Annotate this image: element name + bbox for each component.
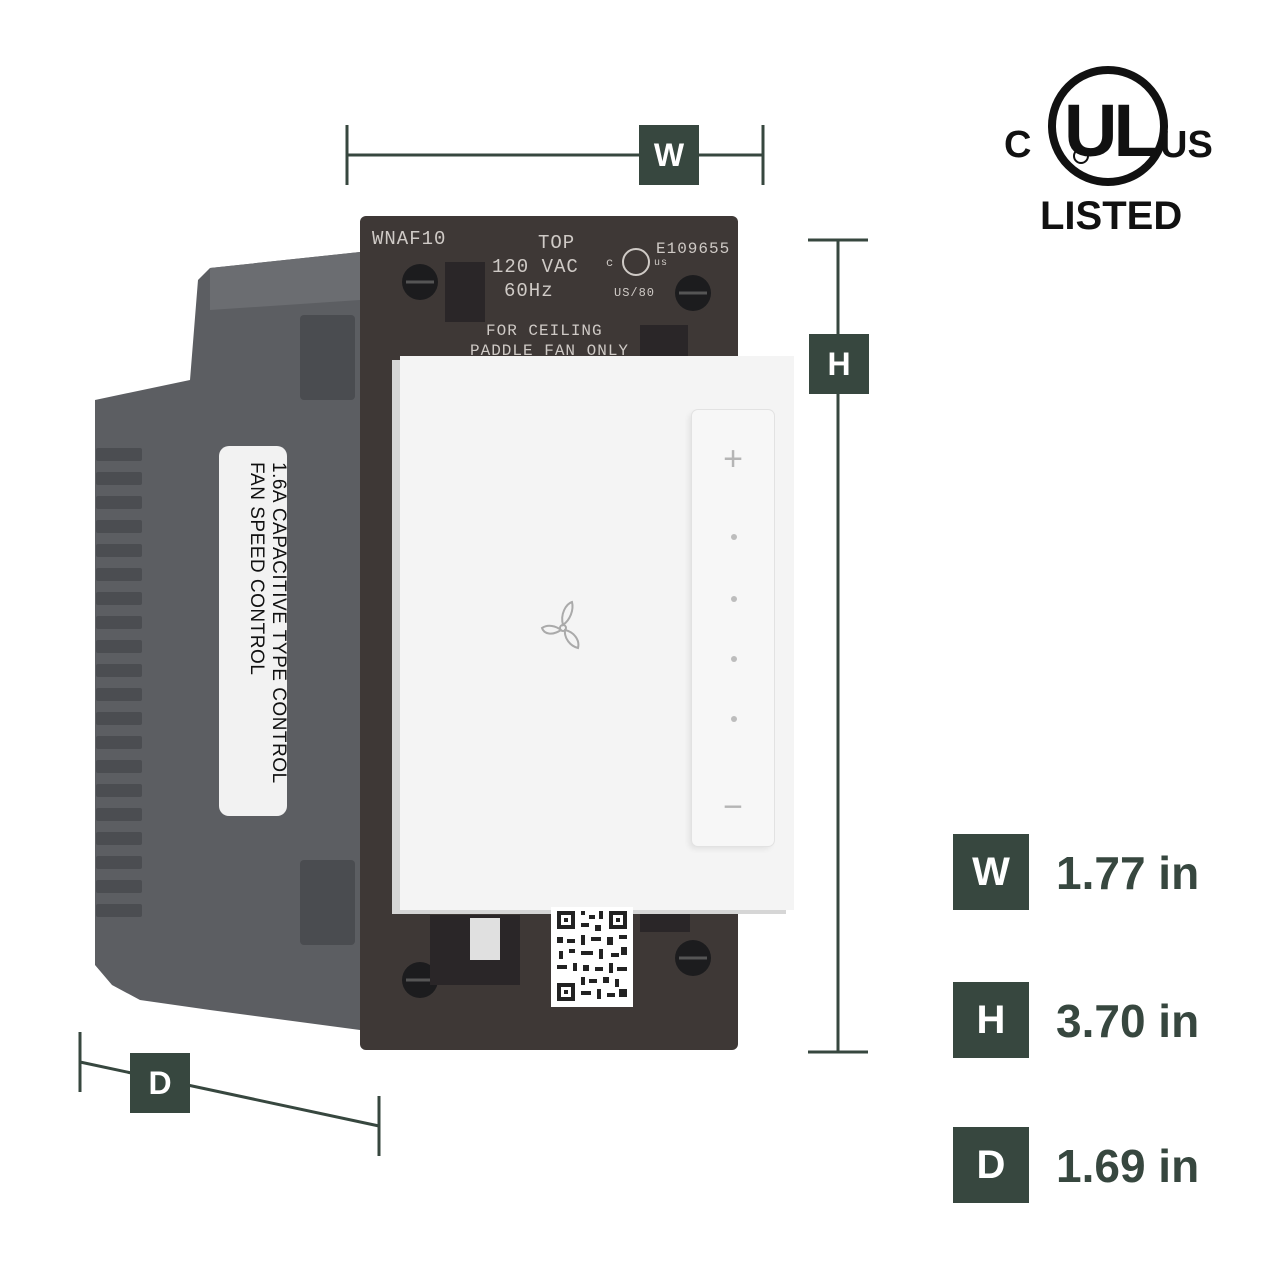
ul-c-mark: C xyxy=(1004,124,1032,166)
spec-depth-label: D xyxy=(953,1127,1029,1203)
screw-icon xyxy=(402,962,438,998)
ul-mark: UL xyxy=(1064,89,1159,172)
ul-us-mark: US xyxy=(1160,124,1213,166)
device-side-label: 1.6A CAPACITIVE TYPE CONTROL FAN SPEED C… xyxy=(219,446,287,816)
spec-width-value: 1.77 in xyxy=(1056,847,1200,899)
plate-mini-ul-icon: c us US/80 xyxy=(606,246,670,306)
screw-icon xyxy=(675,275,711,311)
speed-down-button[interactable]: − xyxy=(723,788,743,826)
plate-model: WNAF10 xyxy=(372,228,447,250)
ul-listed-logo: C UL US LISTED xyxy=(1000,60,1220,240)
spec-width-label: W xyxy=(953,834,1029,910)
screw-icon xyxy=(402,264,438,300)
fan-speed-paddle[interactable]: + − xyxy=(692,410,774,846)
speed-level-indicators xyxy=(731,534,737,734)
plate-fan-line-1: FOR CEILING xyxy=(486,322,603,340)
plate-top: TOP xyxy=(538,232,576,254)
screw-icon xyxy=(675,940,711,976)
qr-code xyxy=(551,907,633,1007)
speed-up-button[interactable]: + xyxy=(723,440,743,478)
ul-listed-text: LISTED xyxy=(1040,194,1183,238)
spec-height-value: 3.70 in xyxy=(1056,995,1200,1047)
plate-frequency: 60Hz xyxy=(504,280,554,302)
depth-dimension-label: D xyxy=(130,1053,190,1113)
height-dimension-label: H xyxy=(809,334,869,394)
plate-voltage: 120 VAC xyxy=(492,256,579,278)
spec-height-label: H xyxy=(953,982,1029,1058)
plate-fan-line-2: PADDLE FAN ONLY xyxy=(470,342,630,360)
plate-file-number: E109655 xyxy=(656,240,731,258)
width-dimension-label: W xyxy=(639,125,699,185)
fan-icon xyxy=(540,600,580,650)
spec-depth-value: 1.69 in xyxy=(1056,1140,1200,1192)
